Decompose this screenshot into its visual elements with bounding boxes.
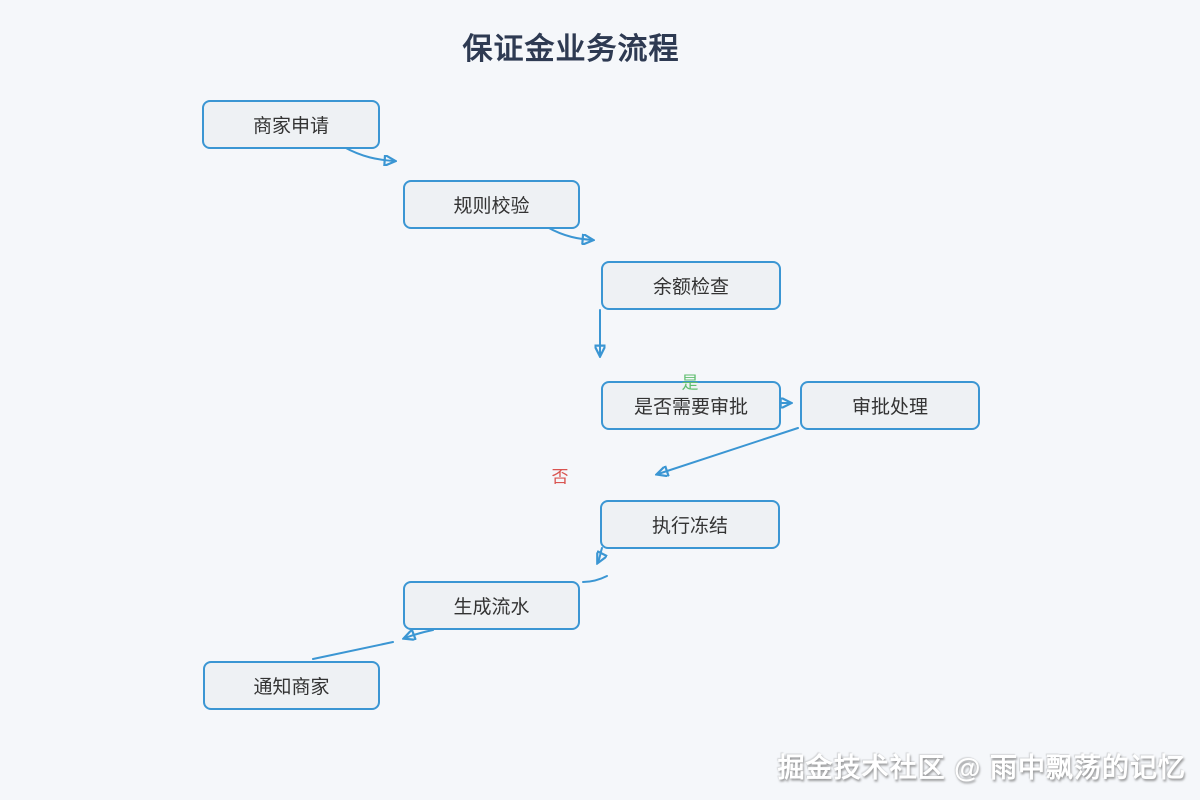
edge-record-to-notify-tail (312, 641, 394, 660)
node-generate-record: 生成流水 (403, 581, 580, 630)
edge-approval-to-freeze-arrow (658, 427, 799, 474)
node-execute-freeze: 执行冻结 (600, 500, 780, 549)
edge-apply-to-rule-arrow (343, 146, 394, 161)
node-generate-record-label: 生成流水 (453, 597, 530, 618)
edge-rule-to-balance-arrow (546, 226, 592, 240)
node-merchant-apply-label: 商家申请 (252, 116, 329, 137)
node-merchant-apply: 商家申请 (202, 100, 380, 149)
node-balance-check: 余额检查 (601, 261, 781, 310)
edge-label-yes: 是 (681, 373, 699, 393)
edge-record-to-notify-arrow (405, 629, 434, 638)
node-execute-freeze-label: 执行冻结 (651, 516, 728, 537)
node-rule-check: 规则校验 (403, 180, 580, 229)
node-approval-decision: 是否需要审批 (601, 381, 781, 430)
node-notify-merchant-label: 通知商家 (253, 677, 330, 698)
node-approval-process: 审批处理 (800, 381, 980, 430)
node-approval-process-label: 审批处理 (851, 397, 928, 418)
node-approval-decision-label: 是否需要审批 (633, 397, 748, 418)
watermark: 掘金技术社区 @ 雨中飘荡的记忆 (777, 753, 1186, 783)
edge-label-no: 否 (551, 467, 569, 487)
edge-freeze-to-record-arrow (598, 547, 602, 562)
page-title: 保证金业务流程 (462, 33, 680, 66)
node-balance-check-label: 余额检查 (652, 277, 729, 298)
node-notify-merchant: 通知商家 (203, 661, 380, 710)
node-rule-check-label: 规则校验 (453, 196, 530, 217)
edge-freeze-to-record-tail (582, 575, 608, 583)
